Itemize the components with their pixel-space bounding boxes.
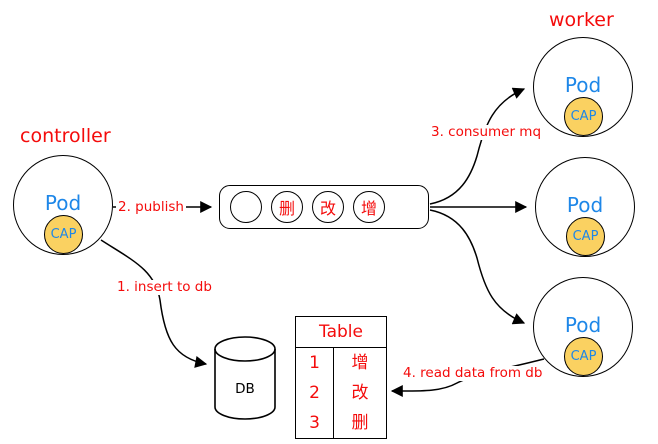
queue-message-update: 改 bbox=[312, 191, 344, 223]
queue-message-delete: 删 bbox=[271, 191, 303, 223]
table-row-num: 2 bbox=[296, 378, 334, 408]
queue-message-insert: 增 bbox=[353, 191, 385, 223]
worker-label: worker bbox=[549, 9, 614, 31]
message-queue: 删 改 增 bbox=[219, 185, 429, 229]
table-row-op: 改 bbox=[351, 383, 369, 403]
arrow-consume-top bbox=[429, 87, 526, 205]
table-row-op: 增 bbox=[351, 353, 369, 373]
worker-cap-badge: CAP bbox=[564, 337, 603, 376]
arrow-insert-to-db bbox=[100, 239, 208, 368]
step-consume-label: 3. consumer mq bbox=[429, 124, 544, 140]
db-label: DB bbox=[235, 381, 255, 397]
table-title: Table bbox=[296, 317, 386, 348]
controller-pod-name: Pod bbox=[44, 191, 82, 215]
step-publish-label: 2. publish bbox=[116, 199, 186, 215]
table-body: 1 增 2 改 3 删 bbox=[296, 348, 386, 438]
arrow-consume-bottom bbox=[429, 209, 526, 325]
worker-cap-badge: CAP bbox=[566, 217, 605, 256]
step-insert-label: 1. insert to db bbox=[115, 279, 214, 295]
step-read-label: 4. read data from db bbox=[401, 365, 545, 381]
controller-label: controller bbox=[20, 125, 111, 147]
worker-pod-circle-2: Pod CAP bbox=[535, 157, 635, 257]
table-row-num: 1 bbox=[296, 348, 334, 378]
worker-cap-badge: CAP bbox=[564, 97, 603, 136]
worker-pod-circle-1: Pod CAP bbox=[533, 37, 633, 137]
worker-pod-circle-3: Pod CAP bbox=[533, 277, 633, 377]
worker-pod-name: Pod bbox=[564, 313, 602, 337]
controller-cap-badge: CAP bbox=[44, 215, 83, 254]
db-cylinder bbox=[214, 336, 276, 420]
controller-pod-circle: Pod CAP bbox=[13, 155, 113, 255]
table-row-op: 删 bbox=[351, 413, 369, 433]
table-row-num: 3 bbox=[296, 408, 334, 438]
worker-pod-name: Pod bbox=[566, 193, 604, 217]
data-table: Table 1 增 2 改 3 删 bbox=[295, 316, 387, 439]
queue-message-empty bbox=[230, 191, 262, 223]
worker-pod-name: Pod bbox=[564, 73, 602, 97]
